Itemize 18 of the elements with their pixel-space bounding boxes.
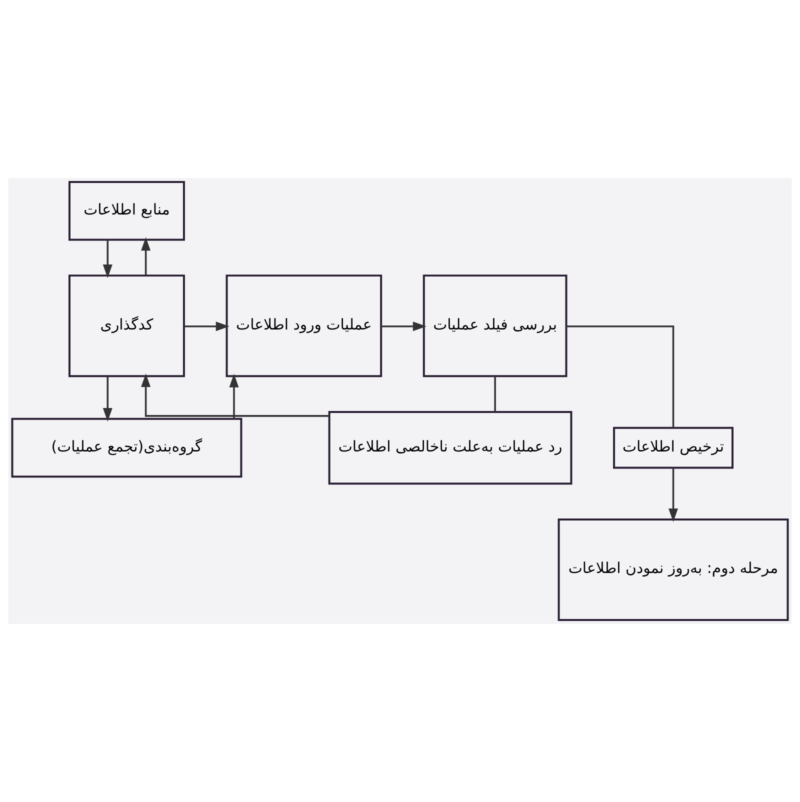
arrow xyxy=(381,322,426,332)
node-box: ترخیص اطلاعات xyxy=(613,426,734,469)
arrow xyxy=(229,374,239,419)
arrow xyxy=(141,373,330,417)
arrow xyxy=(102,240,112,278)
arrow xyxy=(102,376,112,422)
node-box: عملیات ورود اطلاعات xyxy=(226,274,382,378)
connector xyxy=(566,325,674,428)
node-box: کدگذاری xyxy=(68,274,185,378)
arrow xyxy=(668,468,678,522)
node-box: گروه‌بندی(تجمع عملیات) xyxy=(11,418,242,478)
node-box: مرحله دوم: به‌روز نمودن اطلاعات xyxy=(558,518,789,622)
node-box: رد عملیات به‌علت ناخالصی اطلاعات xyxy=(328,410,572,485)
connector xyxy=(494,376,496,412)
arrow xyxy=(184,322,230,332)
node-box: بررسی فیلد عملیات xyxy=(422,274,568,378)
arrow xyxy=(141,237,151,276)
node-box: منابع اطلاعات xyxy=(68,180,185,241)
